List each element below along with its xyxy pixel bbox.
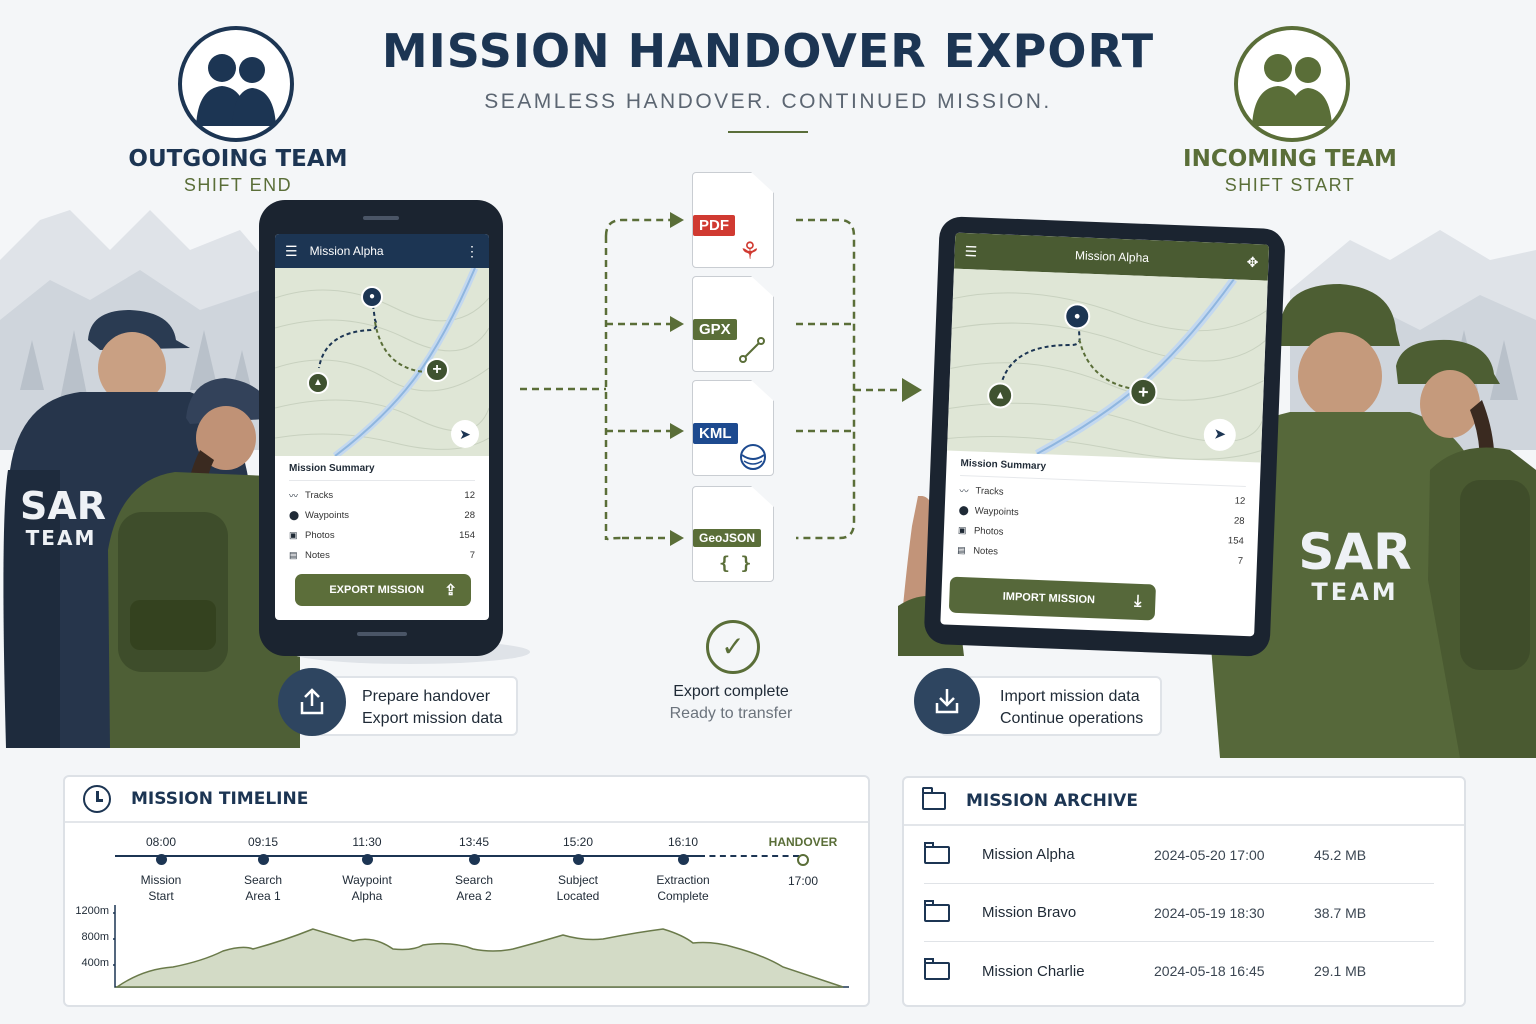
kml-label: KML xyxy=(693,423,738,444)
title-divider xyxy=(728,131,808,133)
download-icon: ⤓ xyxy=(1133,592,1142,611)
elevation-tick-label: 400m xyxy=(81,957,109,969)
tablet-app-title: Mission Alpha xyxy=(1074,248,1150,266)
export-status-subtitle: Ready to transfer xyxy=(669,705,793,722)
page-subtitle: SEAMLESS HANDOVER. CONTINUED MISSION. xyxy=(484,90,1052,113)
pdf-label: PDF xyxy=(693,215,735,236)
archive-row[interactable]: Mission Alpha 2024-05-20 17:00 45.2 MB xyxy=(924,826,1434,884)
import-mission-button[interactable]: IMPORT MISSION ⤓ xyxy=(948,576,1157,621)
timeline-title: MISSION TIMELINE xyxy=(131,789,309,809)
archive-list: Mission Alpha 2024-05-20 17:00 45.2 MB M… xyxy=(904,826,1464,1000)
clock-icon xyxy=(83,785,111,813)
incoming-sar-badge: SAR TEAM xyxy=(1298,523,1412,606)
pdf-file-card[interactable]: PDF ⚘ xyxy=(692,172,774,268)
incoming-team-subtitle: SHIFT START xyxy=(1224,175,1356,195)
upload-icon xyxy=(278,668,346,736)
export-complete-check-icon: ✓ xyxy=(706,620,760,674)
archive-title: MISSION ARCHIVE xyxy=(966,791,1138,811)
notes-icon: ▤ xyxy=(289,549,298,560)
incoming-team-icon xyxy=(1234,26,1350,142)
locate-me-icon[interactable]: ➤ xyxy=(451,420,479,448)
gpx-label: GPX xyxy=(693,319,737,340)
phone-home-bar xyxy=(357,632,407,636)
outgoing-team-icon xyxy=(178,26,294,142)
outgoing-team-subtitle: SHIFT END xyxy=(183,175,293,195)
camera-icon: ▣ xyxy=(289,529,298,540)
waypoint-icon: ⬤ xyxy=(289,509,300,520)
phone-app-title: Mission Alpha xyxy=(309,244,384,258)
camera-icon: ▣ xyxy=(957,524,967,535)
menu-icon[interactable]: ☰ xyxy=(964,242,978,259)
phone-screen: ☰ Mission Alpha ⋮ ● ▲ + ➤ Mission Summar… xyxy=(275,234,489,620)
kml-file-card[interactable]: KML xyxy=(692,380,774,476)
code-braces-icon: { } xyxy=(719,553,752,574)
camp-marker-icon[interactable]: ▲ xyxy=(307,372,329,394)
elevation-profile xyxy=(113,905,849,988)
outgoing-sar-badge: SAR TEAM xyxy=(20,484,107,550)
globe-icon xyxy=(740,444,766,470)
timeline-track xyxy=(115,855,699,857)
person-marker-icon[interactable]: ● xyxy=(361,286,383,308)
archive-row[interactable]: Mission Charlie 2024-05-18 16:45 29.1 MB xyxy=(924,942,1434,1000)
outgoing-team-figures xyxy=(3,310,300,748)
incoming-tablet: ☰ Mission Alpha ✥ ● ▲ + ➤ Mission Summar… xyxy=(923,216,1286,657)
more-options-icon[interactable]: ⋮ xyxy=(465,242,479,259)
route-icon xyxy=(739,337,765,363)
outgoing-phone: ☰ Mission Alpha ⋮ ● ▲ + ➤ Mission Summar… xyxy=(259,200,503,656)
archive-header: MISSION ARCHIVE xyxy=(904,778,1464,826)
elevation-tick-label: 800m xyxy=(81,931,109,943)
export-flow-connectors xyxy=(520,212,922,546)
export-status-title: Export complete xyxy=(673,683,789,700)
folder-icon xyxy=(921,787,946,810)
folder-icon xyxy=(924,841,950,864)
phone-appbar: ☰ Mission Alpha ⋮ xyxy=(275,234,489,268)
geojson-file-card[interactable]: GeoJSON { } xyxy=(692,486,774,582)
export-mission-button[interactable]: EXPORT MISSION ⇪ xyxy=(295,574,471,606)
gpx-file-card[interactable]: GPX xyxy=(692,276,774,372)
folder-icon xyxy=(924,899,950,922)
medical-marker-icon[interactable]: + xyxy=(425,358,449,382)
archive-row[interactable]: Mission Bravo 2024-05-19 18:30 38.7 MB xyxy=(924,884,1434,942)
handover-marker-icon xyxy=(797,854,809,866)
mission-archive-panel: MISSION ARCHIVE Mission Alpha 2024-05-20… xyxy=(902,776,1466,1007)
outgoing-team-name: OUTGOING TEAM xyxy=(128,146,348,172)
timeline-header: MISSION TIMELINE xyxy=(65,777,868,823)
tablet-map[interactable]: ● ▲ + ➤ xyxy=(947,268,1268,463)
incoming-team-name: INCOMING TEAM xyxy=(1183,146,1397,172)
phone-map[interactable]: ● ▲ + ➤ xyxy=(275,268,489,456)
tablet-screen: ☰ Mission Alpha ✥ ● ▲ + ➤ Mission Summar… xyxy=(940,232,1270,637)
phone-speaker xyxy=(363,216,399,220)
move-icon[interactable]: ✥ xyxy=(1246,253,1259,270)
folder-icon xyxy=(924,958,950,980)
share-icon: ⇪ xyxy=(444,582,457,599)
timeline-handover-event[interactable]: HANDOVER 17:00 xyxy=(768,835,838,888)
phone-summary-title: Mission Summary xyxy=(289,463,375,474)
pdf-acrobat-icon: ⚘ xyxy=(739,238,761,265)
elevation-tick-label: 1200m xyxy=(75,905,109,917)
tracks-icon: 〰 xyxy=(959,485,969,496)
notes-icon: ▤ xyxy=(957,544,966,555)
waypoint-icon: ⬤ xyxy=(958,504,970,515)
menu-icon[interactable]: ☰ xyxy=(285,242,298,259)
geojson-label: GeoJSON xyxy=(693,529,762,547)
timeline-handover-segment xyxy=(699,855,799,857)
tracks-icon: 〰 xyxy=(289,490,299,501)
page-title: MISSION HANDOVER EXPORT xyxy=(381,24,1155,78)
download-tray-icon xyxy=(914,668,980,734)
